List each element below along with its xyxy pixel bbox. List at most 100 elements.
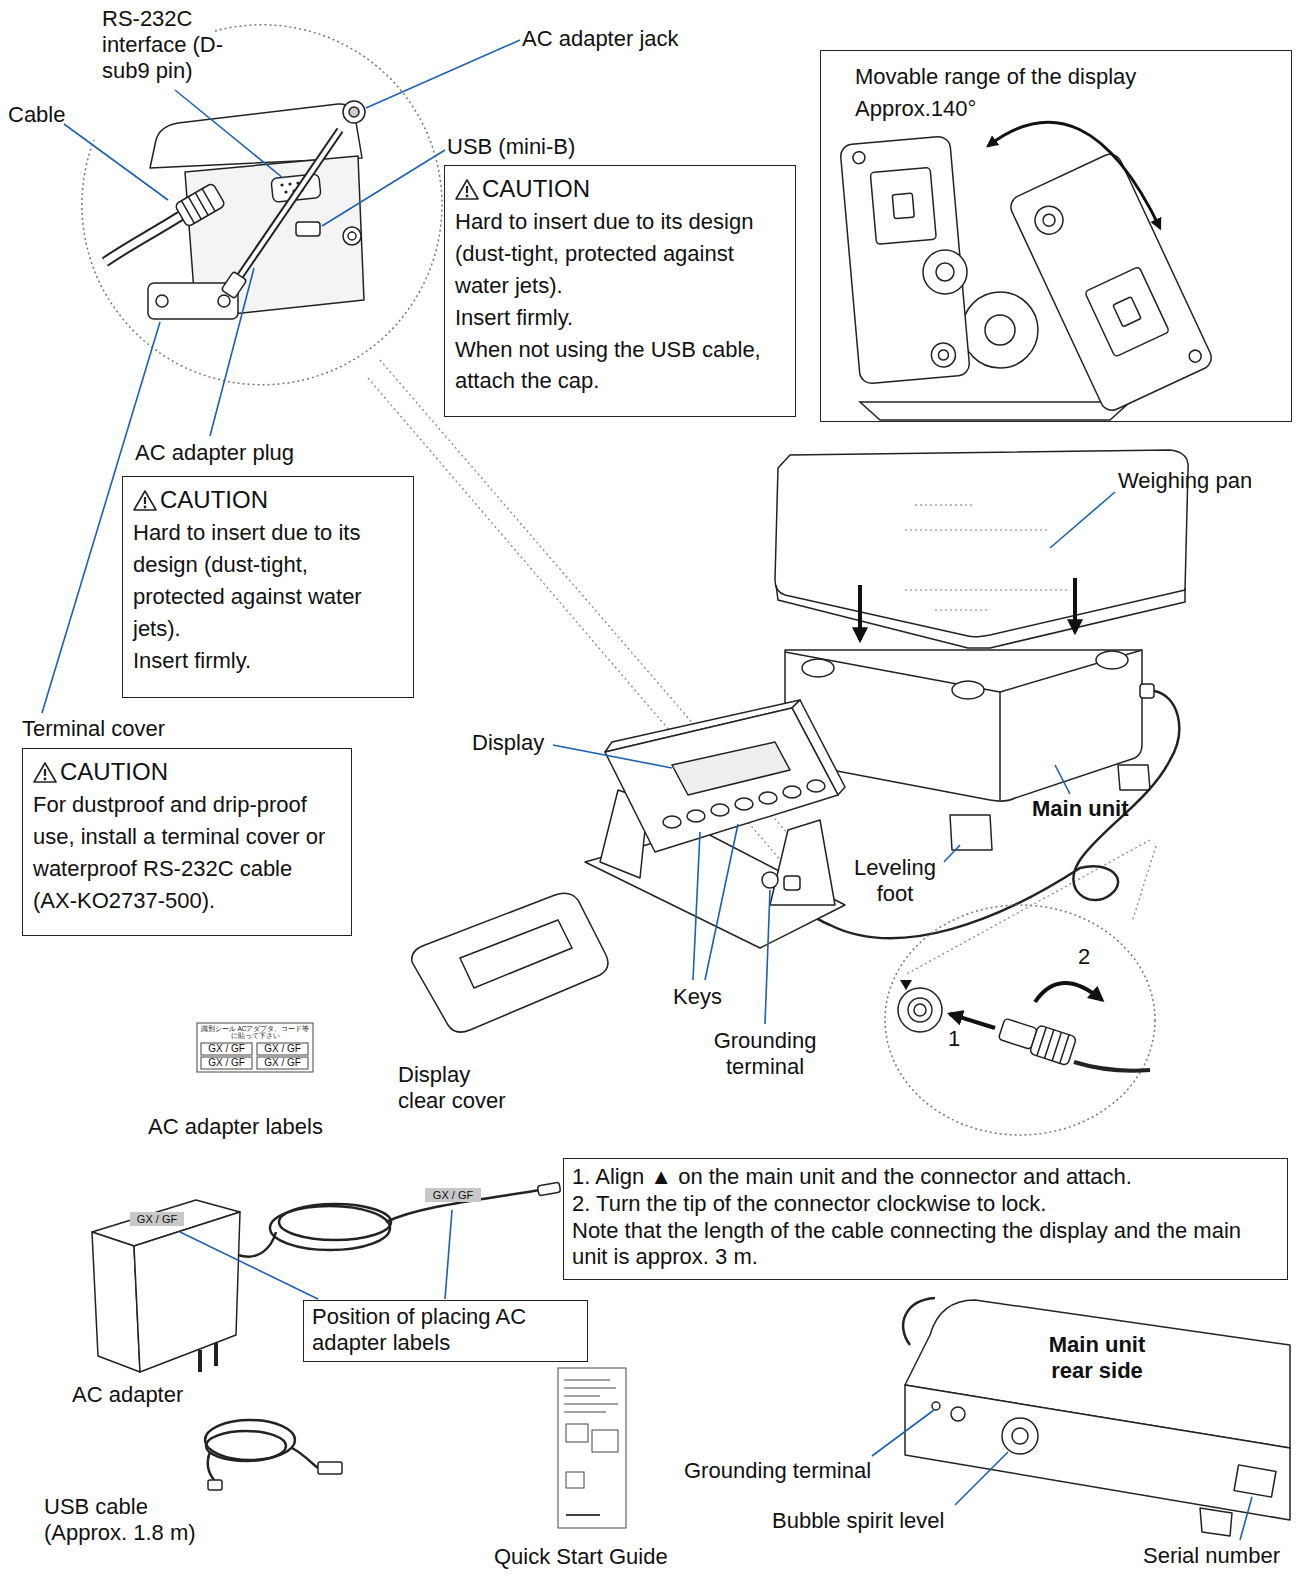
sticker-text: GX / GF xyxy=(257,1043,308,1055)
connector-closeup-part xyxy=(174,183,225,228)
label-sheet-part xyxy=(257,1043,308,1055)
part-label: Display xyxy=(472,730,544,756)
leader-lines-part xyxy=(445,1210,452,1299)
sticker-text: 識別シール ACアダプタ、コード等に貼って下さい xyxy=(199,1025,311,1039)
caution-text: Insert firmly. xyxy=(455,302,785,334)
ac-adapter-part xyxy=(238,1232,276,1257)
connector-closeup-part xyxy=(105,215,182,262)
connector-closeup-part xyxy=(156,295,168,307)
step-number: 2 xyxy=(1078,944,1090,970)
connector-closeup-part-part xyxy=(288,182,291,185)
main-unit-part xyxy=(785,650,1142,801)
display-tilt-figure-part-part xyxy=(892,193,914,219)
label-sheet xyxy=(197,1023,313,1072)
display-tilt-figure-part xyxy=(840,136,970,385)
display-unit-part-part xyxy=(735,798,753,810)
label-sheet-part xyxy=(257,1057,308,1069)
box-text: Movable range of the display Approx.140° xyxy=(855,61,1175,125)
part-label: Grounding terminal xyxy=(684,1458,871,1484)
caution-heading-row: CAUTION xyxy=(455,174,785,204)
guide-booklet-part xyxy=(566,1424,588,1442)
display-tilt-figure-part-part xyxy=(870,167,936,244)
display-tilt-figure-part-part xyxy=(852,151,865,164)
caution-heading-row: CAUTION xyxy=(133,485,403,515)
connector-lock-closeup-part xyxy=(885,905,1155,1135)
guide-booklet-part xyxy=(564,1380,618,1412)
step-number: 1 xyxy=(948,1026,960,1052)
usb-cable xyxy=(205,1420,342,1490)
leader-lines-part xyxy=(955,1452,1008,1505)
main-unit-part xyxy=(952,681,984,699)
connector-closeup-part xyxy=(349,107,359,117)
main-unit-part xyxy=(1118,765,1150,790)
label-sheet-part xyxy=(197,1023,313,1072)
guide-lines-part xyxy=(905,840,1150,975)
main-unit-part xyxy=(1073,578,1077,632)
display-tilt-figure-part xyxy=(936,263,954,281)
connector-closeup-part xyxy=(218,295,230,307)
display-tilt-figure-part-part xyxy=(840,136,970,385)
ac-adapter-part xyxy=(537,1182,560,1196)
clear-cover-part xyxy=(412,893,608,1032)
display-unit-part-part xyxy=(663,816,681,828)
guide-booklet-part xyxy=(558,1368,626,1528)
main-unit-rear-part xyxy=(932,1402,940,1410)
main-unit-part xyxy=(1140,684,1154,698)
usb-cable-part xyxy=(318,1462,342,1474)
main-unit-part xyxy=(802,659,834,677)
caution-text: Insert firmly. xyxy=(133,645,403,677)
display-tilt-figure-part-part xyxy=(1113,297,1141,327)
caution-heading-row: CAUTION xyxy=(33,757,341,787)
main-unit-part xyxy=(795,691,1179,938)
part-label: Keys xyxy=(673,984,722,1010)
usb-cable-part xyxy=(208,1480,222,1490)
sticker-text: GX / GF xyxy=(257,1057,308,1069)
part-label: RS-232C interface (D-sub9 pin) xyxy=(102,6,242,84)
caution-heading: CAUTION xyxy=(482,174,590,204)
warning-icon xyxy=(44,769,46,776)
warning-icon xyxy=(44,778,47,781)
caution-text: Hard to insert due to its design (dust-t… xyxy=(455,206,785,302)
leader-lines-part xyxy=(553,745,672,768)
display-unit-part xyxy=(663,780,825,828)
sticker-text: GX / GF xyxy=(130,1212,184,1226)
display-unit xyxy=(585,700,845,948)
display-unit-part xyxy=(770,820,835,905)
warning-icon xyxy=(144,497,146,504)
part-label: Weighing pan xyxy=(1118,468,1252,494)
main-unit-rear-part xyxy=(905,1385,1290,1520)
display-unit-part-part xyxy=(807,780,825,792)
warning-icon xyxy=(455,178,479,200)
main-unit-part xyxy=(950,815,992,850)
display-tilt-figure-part-part xyxy=(1030,202,1067,239)
part-label: USB (mini-B) xyxy=(447,134,575,160)
warning-icon xyxy=(144,506,147,509)
figure-frame: Movable range of the display Approx.140° xyxy=(820,50,1292,422)
display-tilt-figure-part-part xyxy=(1007,150,1215,414)
guide-lines-part xyxy=(380,360,800,848)
leader-lines-part xyxy=(765,890,770,1024)
connector-lock-closeup-part xyxy=(997,1014,1077,1065)
display-tilt-figure-part xyxy=(860,402,1130,420)
display-tilt-figure-part-part xyxy=(938,350,949,361)
leader-lines-part xyxy=(705,824,738,980)
leader-lines-part xyxy=(1055,765,1070,794)
caution-text: Hard to insert due to its design (dust-t… xyxy=(133,517,403,645)
part-label: Grounding terminal xyxy=(700,1028,830,1080)
connector-lock-closeup-part-part xyxy=(1029,1025,1076,1066)
sticker-text: GX / GF xyxy=(201,1043,252,1055)
main-unit-rear-part xyxy=(1012,1428,1028,1444)
part-label: AC adapter plug xyxy=(135,440,294,466)
guide-booklet-part xyxy=(566,1472,584,1488)
connector-lock-closeup-part xyxy=(908,998,932,1022)
part-label: AC adapter xyxy=(72,1382,183,1408)
main-unit-rear xyxy=(903,1298,1290,1536)
connector-closeup-part-part xyxy=(181,189,215,224)
leader-lines-part xyxy=(366,40,520,108)
connector-closeup-part-part xyxy=(174,183,225,228)
display-unit-part xyxy=(605,708,838,852)
ac-adapter-part xyxy=(200,1343,216,1372)
display-tilt-figure-part-part xyxy=(1085,266,1170,357)
guide-booklet-part xyxy=(592,1430,618,1452)
